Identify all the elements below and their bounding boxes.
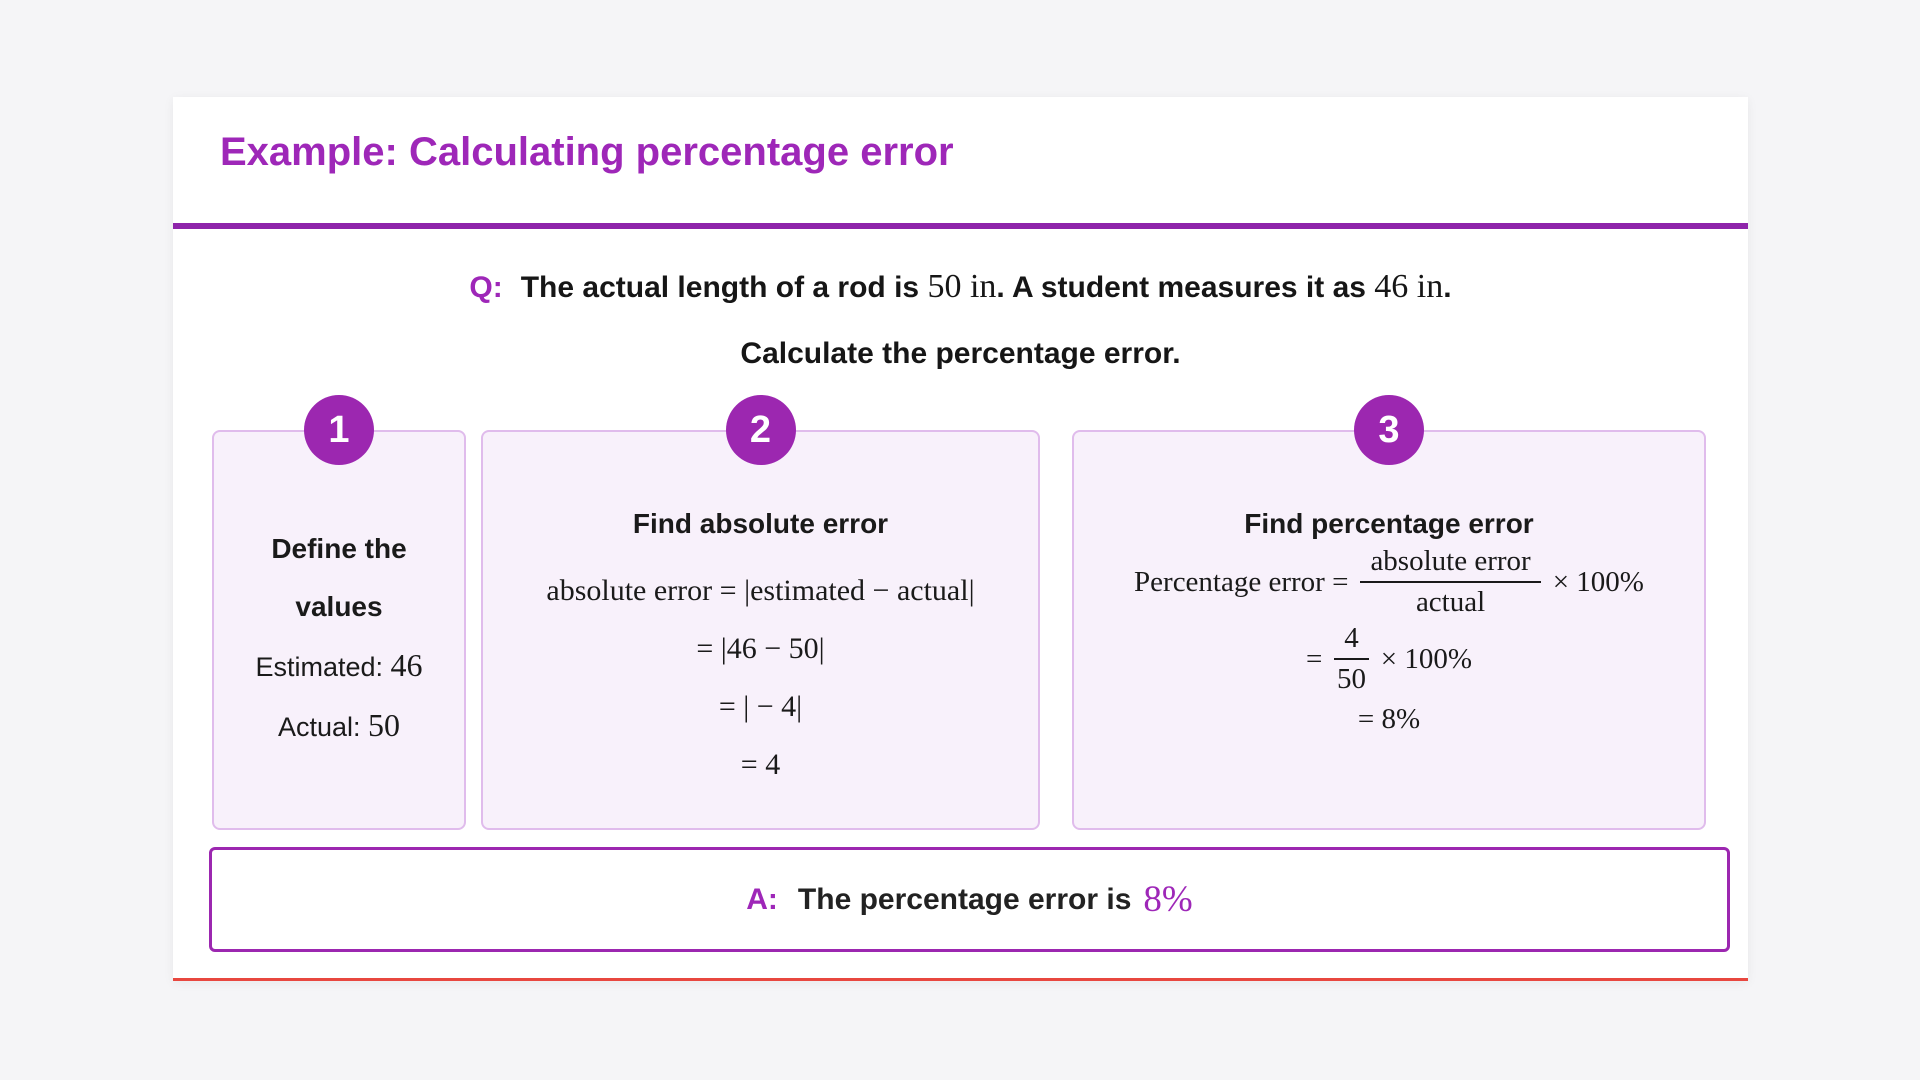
step-1-title: Define the bbox=[271, 533, 407, 564]
question-text: . bbox=[1443, 271, 1452, 304]
step-1-badge: 1 bbox=[304, 395, 374, 465]
fraction-denominator: actual bbox=[1415, 586, 1486, 618]
math-rhs: × 100% bbox=[1552, 565, 1644, 598]
step-2-math: absolute error = |estimated − actual| = … bbox=[483, 562, 1038, 794]
example-card: Example: Calculating percentage error Q:… bbox=[173, 97, 1748, 981]
math-lhs: Percentage error = bbox=[1134, 565, 1349, 598]
question-math-value: 50 in bbox=[927, 268, 997, 305]
step-card-absolute-error: 2 Find absolute error absolute error = |… bbox=[481, 395, 1040, 830]
step-3-badge: 3 bbox=[1354, 395, 1424, 465]
steps-row: 1 Define the values Estimated: 46 Actual… bbox=[173, 395, 1748, 830]
step-2-title: Find absolute error bbox=[632, 508, 889, 539]
question-line-2: Calculate the percentage error. bbox=[740, 337, 1181, 370]
step-card-percentage-error: 3 Find percentage error Percentage error… bbox=[1072, 395, 1706, 830]
step-1-content: Define the values Estimated: 46 Actual: … bbox=[214, 432, 464, 756]
math-line: = 8% bbox=[1357, 702, 1421, 735]
actual-value-line: Actual: 50 bbox=[214, 696, 464, 756]
fraction-denominator: 50 bbox=[1337, 663, 1367, 695]
question-math-value: 46 in bbox=[1374, 268, 1444, 305]
step-number: 1 bbox=[328, 408, 350, 451]
math-line: = 4 bbox=[740, 748, 781, 781]
math-line: = |46 − 50| bbox=[696, 632, 825, 665]
step-number: 2 bbox=[749, 408, 772, 451]
question-text: . A student measures it as bbox=[996, 271, 1375, 304]
question-text: The actual length of a rod is bbox=[520, 271, 928, 304]
math-lhs: = bbox=[1305, 642, 1323, 675]
question-block: Q: The actual length of a rod is 50 in. A… bbox=[173, 253, 1748, 387]
math-rhs: × 100% bbox=[1380, 642, 1473, 675]
actual-value: 50 bbox=[368, 707, 401, 743]
question-line-1: Q: The actual length of a rod is 50 in. A… bbox=[173, 253, 1748, 320]
step-3-title: Find percentage error bbox=[1244, 508, 1534, 539]
step-card-define-values: 1 Define the values Estimated: 46 Actual… bbox=[212, 395, 466, 830]
answer-text: The percentage error is bbox=[797, 882, 1132, 916]
answer-box: A: The percentage error is 8% bbox=[209, 847, 1730, 952]
estimated-value-line: Estimated: 46 bbox=[214, 636, 464, 696]
fraction-numerator: absolute error bbox=[1360, 545, 1541, 583]
math-line: = | − 4| bbox=[718, 690, 803, 723]
estimated-value: 46 bbox=[390, 647, 423, 683]
question-label: Q: bbox=[469, 271, 503, 304]
step-1-title: values bbox=[295, 591, 383, 622]
step-number: 3 bbox=[1378, 408, 1400, 451]
answer-label: A: bbox=[746, 882, 778, 916]
fraction-numerator: 4 bbox=[1334, 622, 1369, 660]
math-line: absolute error = |estimated − actual| bbox=[546, 574, 975, 607]
answer-value: 8% bbox=[1143, 879, 1193, 920]
step-2-badge: 2 bbox=[725, 395, 796, 465]
actual-label: Actual: bbox=[277, 712, 369, 742]
header-divider bbox=[173, 223, 1748, 229]
page-title: Example: Calculating percentage error bbox=[220, 130, 954, 174]
estimated-label: Estimated: bbox=[255, 652, 391, 682]
